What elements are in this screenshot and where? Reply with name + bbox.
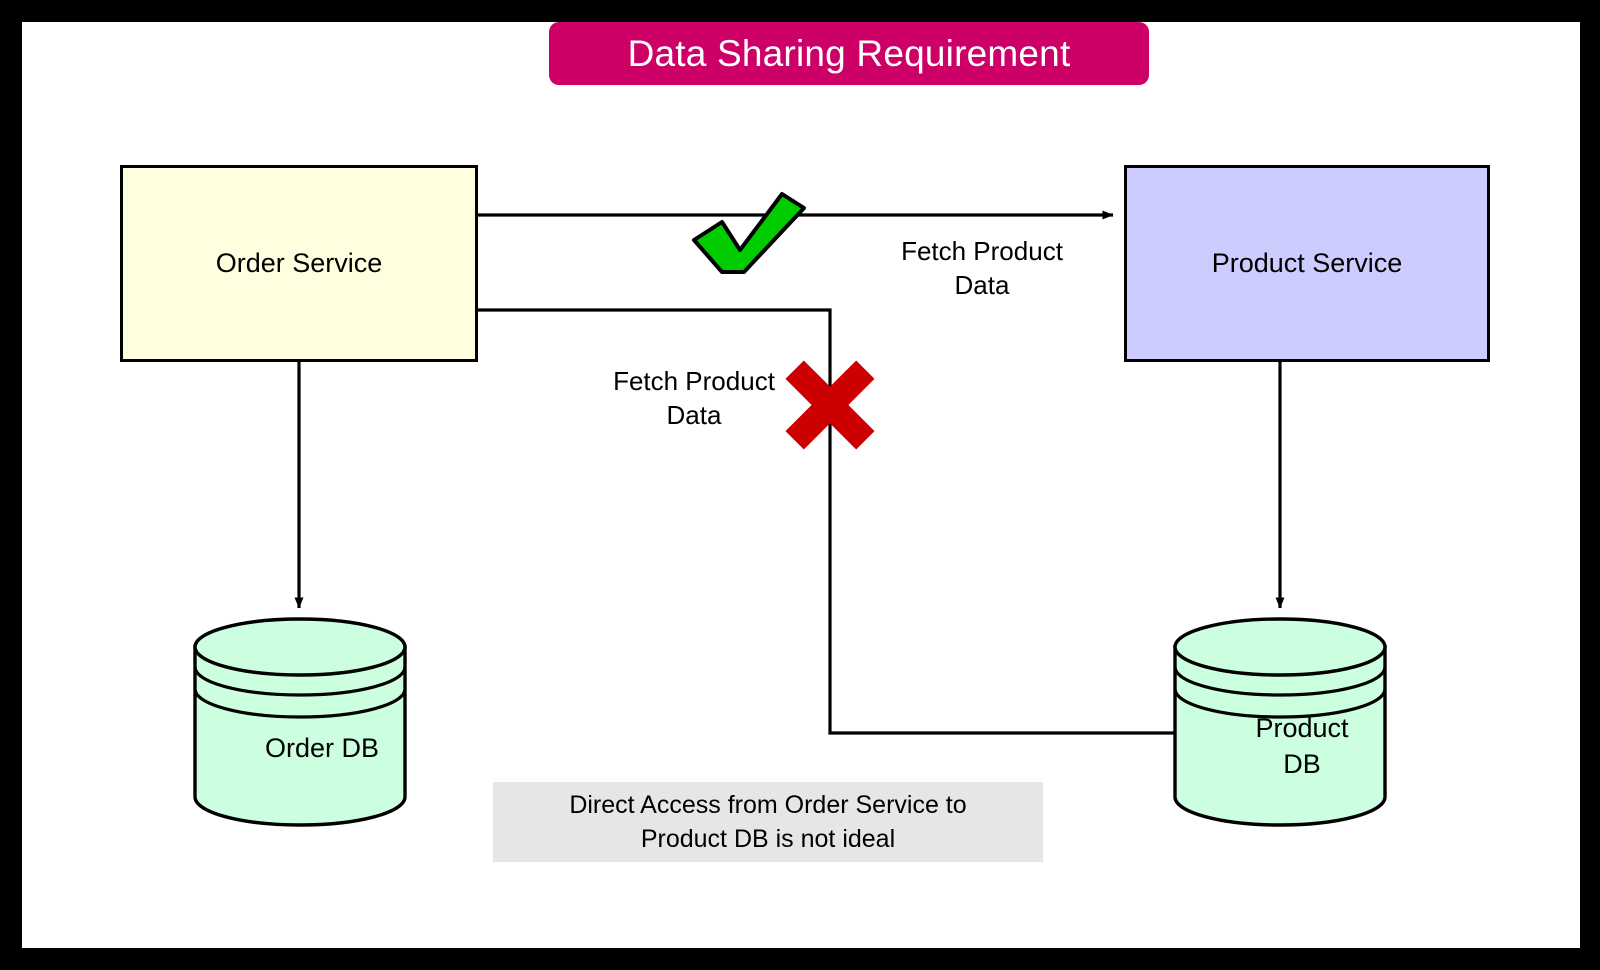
node-product-service-label: Product Service	[1211, 248, 1403, 278]
page-title: Data Sharing Requirement	[627, 32, 1071, 74]
node-product-db-label: Product DB	[1255, 713, 1349, 780]
green-check-icon	[692, 192, 806, 274]
note-box: Direct Access from Order Service to Prod…	[493, 782, 1043, 862]
order-db-cylinder	[193, 617, 407, 827]
node-order-db-label: Order DB	[264, 733, 380, 763]
edge-label-order-service-to-product-db: Fetch Product Data	[613, 366, 775, 430]
node-product-service[interactable]: Product Service	[1124, 165, 1490, 362]
node-order-service[interactable]: Order Service	[120, 165, 478, 362]
diagram-title-banner: Data Sharing Requirement	[549, 22, 1149, 85]
node-order-service-label: Order Service	[215, 248, 383, 278]
edge-label-order-service-to-product-service: Fetch Product Data	[901, 236, 1063, 300]
diagram-inner-frame: Data Sharing Requirement Order Service P…	[22, 22, 1580, 948]
note-text: Direct Access from Order Service to Prod…	[569, 790, 967, 854]
